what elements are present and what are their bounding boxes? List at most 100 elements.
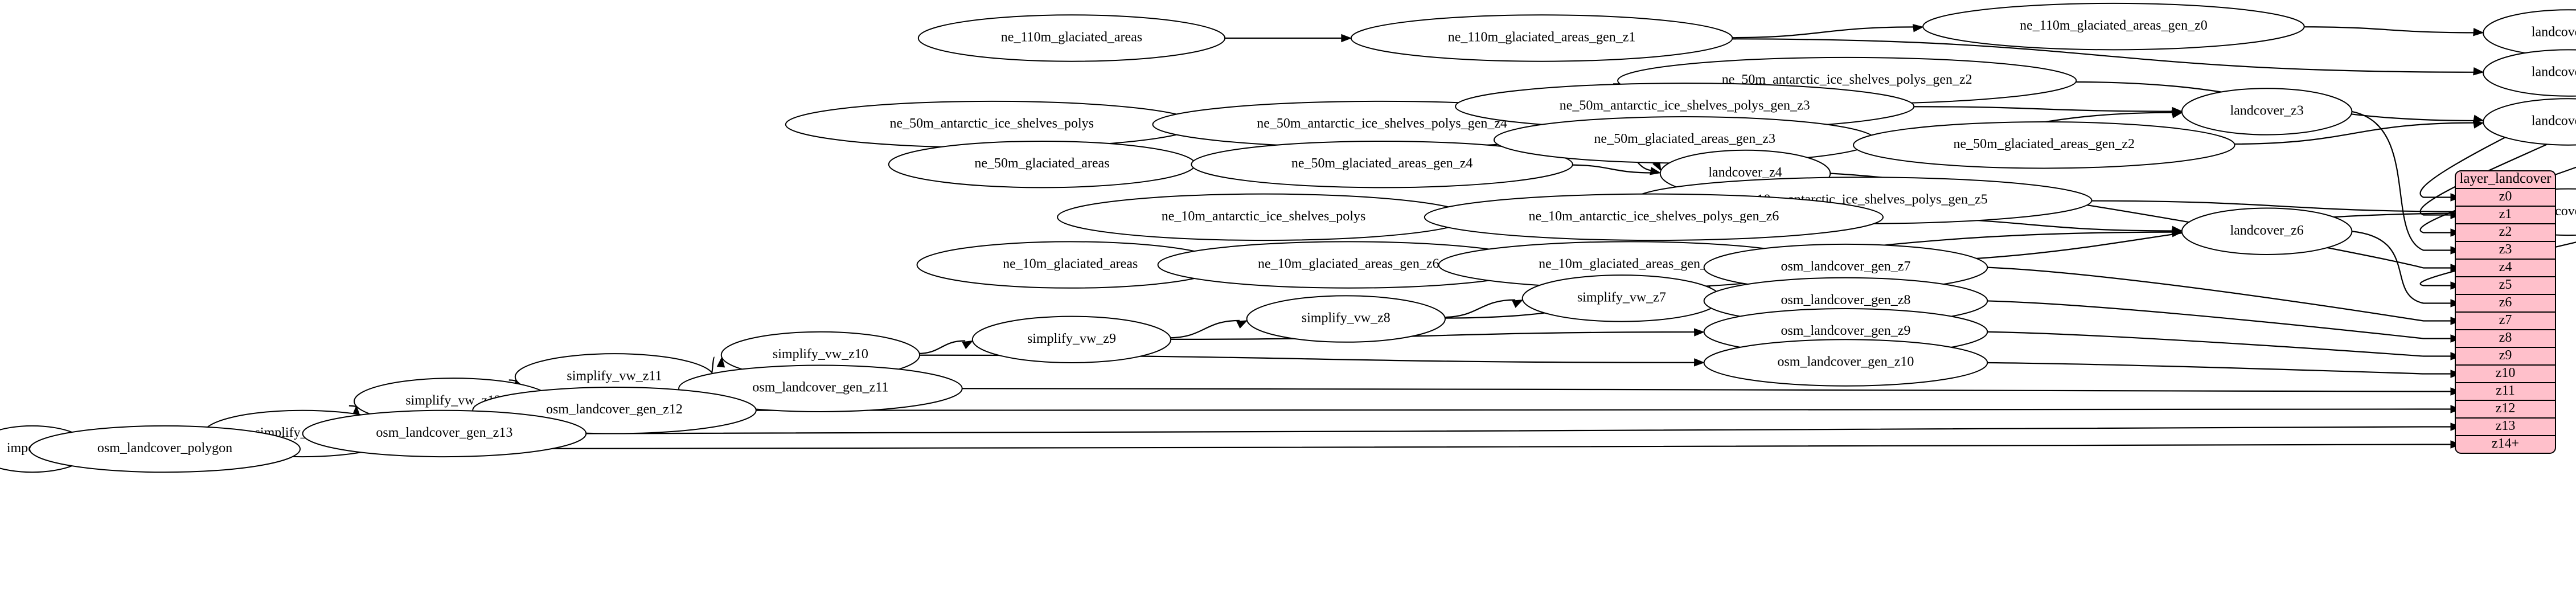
graph-edge	[2230, 122, 2476, 145]
edge-arrowhead	[1650, 167, 1662, 175]
graph-node-label: osm_landcover_gen_z12	[546, 402, 683, 417]
graph-node-label: landcover_z3	[2230, 103, 2303, 118]
graph-node-label: ne_110m_glaciated_areas	[1001, 30, 1142, 44]
table-node-layer: layer_landcoverz0z1z2z3z4z5z6z7z8z9z10z1…	[2455, 170, 2556, 454]
graph-node-label: simplify_vw_z10	[773, 347, 868, 362]
graph-node-label: ne_50m_antarctic_ice_shelves_polys_gen_z…	[1560, 98, 1810, 113]
graph-node-landcover-z3[interactable]	[2181, 88, 2353, 136]
graph-edge	[1168, 319, 1240, 339]
graph-node-label: osm_landcover_gen_z7	[1781, 259, 1910, 274]
graph-node-ne-10m-antarctic-ice-shelves-polys-gen-z6[interactable]	[1424, 193, 1884, 241]
graph-node-label: ne_10m_glaciated_areas_gen_z5	[1539, 257, 1720, 272]
graph-edge	[1728, 26, 1916, 39]
graph-node-label: osm_landcover_gen_z11	[752, 380, 888, 395]
graph-node-label: ne_10m_glaciated_areas	[1003, 257, 1138, 272]
edge-arrowhead	[716, 356, 725, 368]
graph-node-ne-50m-glaciated-areas-gen-z4[interactable]	[1191, 140, 1573, 188]
table-row[interactable]: z0	[2499, 189, 2512, 204]
graph-edge	[1987, 300, 2453, 339]
graph-node-label: ne_50m_antarctic_ice_shelves_polys	[889, 116, 1094, 131]
graph-node-label: ne_50m_glaciated_areas	[974, 156, 1109, 171]
table-row[interactable]: z11	[2496, 383, 2515, 398]
graph-edge	[586, 426, 2453, 434]
table-row[interactable]: z1	[2499, 207, 2512, 222]
table-row[interactable]: z2	[2499, 224, 2512, 239]
graph-edge	[1168, 331, 1697, 340]
edge-arrowhead	[1913, 24, 1924, 32]
graph-node-simplify-vw-z9[interactable]	[971, 315, 1172, 364]
graph-node-label: ne_110m_glaciated_areas_gen_z0	[2020, 18, 2208, 33]
graph-node-label: ne_110m_glaciated_areas_gen_z1	[1448, 30, 1636, 44]
graph-node-label: osm_landcover_polygon	[97, 441, 232, 456]
graph-node-label: osm_landcover_gen_z8	[1781, 293, 1910, 307]
edge-arrowhead	[1236, 320, 1248, 329]
graph-node-landcover-z2[interactable]	[2483, 98, 2576, 146]
graph-node-label: landcover_z4	[1708, 165, 1782, 180]
graph-node-label: osm_landcover_gen_z9	[1781, 323, 1910, 338]
graph-node-label: landcover_z1	[2532, 65, 2576, 80]
graph-node-landcover-z6[interactable]	[2181, 207, 2353, 255]
table-row[interactable]: z12	[2496, 401, 2516, 416]
graph-node-label: osm_landcover_gen_z10	[1777, 355, 1914, 370]
graph-node-label: ne_10m_glaciated_areas_gen_z6	[1258, 257, 1439, 272]
graph-edge	[962, 388, 2453, 392]
table-row[interactable]: z9	[2499, 348, 2512, 363]
table-row[interactable]: z4	[2499, 260, 2512, 274]
graph-node-ne-110m-glaciated-areas[interactable]	[917, 14, 1226, 62]
graph-node-label: osm_landcover_gen_z13	[376, 425, 512, 440]
edge-arrowhead	[2473, 67, 2484, 76]
table-row[interactable]: z14+	[2492, 436, 2519, 451]
graph-edge	[1569, 164, 1653, 174]
graph-node-simplify-vw-z8[interactable]	[1246, 295, 1446, 343]
edge-arrowhead	[962, 340, 974, 350]
graph-node-label: ne_50m_antarctic_ice_shelves_polys_gen_z…	[1257, 116, 1507, 131]
graph-edge	[1443, 299, 1516, 318]
graph-node-label: simplify_vw_z7	[1577, 290, 1666, 305]
edge-arrowhead	[1693, 328, 1705, 337]
graph-node-osm-landcover-gen-z10[interactable]	[1703, 339, 1988, 387]
graph-node-ne-110m-glaciated-areas-gen-z0[interactable]	[1922, 2, 2305, 51]
graph-node-label: ne_50m_glaciated_areas_gen_z4	[1291, 156, 1473, 171]
graph-node-label: landcover_z0	[2532, 24, 2576, 39]
table-row[interactable]: z10	[2496, 366, 2516, 380]
graph-node-osm-landcover-polygon[interactable]	[29, 425, 301, 473]
edge-arrowhead	[1341, 34, 1352, 43]
graph-node-label: simplify_vw_z11	[567, 368, 662, 383]
graph-node-label: ne_10m_antarctic_ice_shelves_polys_gen_z…	[1528, 209, 1779, 224]
graph-node-label: ne_50m_glaciated_areas_gen_z2	[1954, 137, 2135, 151]
graph-node-landcover-z1[interactable]	[2483, 49, 2576, 97]
graph-edge	[756, 408, 2453, 411]
table-row[interactable]: z7	[2499, 313, 2512, 327]
node-layer: ne_110m_glaciated_areas ne_110m_glaciated…	[0, 2, 2576, 473]
graph-edge	[2352, 231, 2453, 304]
edge-arrowhead	[2171, 229, 2183, 237]
edge-arrowhead	[1512, 300, 1524, 308]
graph-node-label: landcover_z2	[2532, 114, 2576, 129]
graph-node-label: simplify_vw_z9	[1027, 331, 1116, 346]
table-row[interactable]: z6	[2499, 295, 2512, 310]
edge-arrowhead	[2472, 120, 2484, 129]
graph-node-label: simplify_vw_z8	[1302, 311, 1390, 326]
graph-node-label: landcover_z6	[2230, 223, 2303, 238]
graph-edge	[917, 340, 966, 355]
graph-edge	[1987, 362, 2453, 375]
graph-node-ne-110m-glaciated-areas-gen-z1[interactable]	[1350, 14, 1733, 62]
graph-node-osm-landcover-gen-z11[interactable]	[678, 364, 963, 412]
graph-edge	[2352, 110, 2453, 251]
graph-node-label: ne_10m_antarctic_ice_shelves_polys	[1162, 209, 1366, 224]
graph-node-label: ne_50m_glaciated_areas_gen_z3	[1594, 132, 1775, 146]
table-row[interactable]: z5	[2499, 277, 2512, 292]
graph-edge	[2087, 200, 2476, 212]
graph-node-ne-50m-glaciated-areas-gen-z2[interactable]	[1853, 121, 2235, 169]
edge-arrowhead	[2171, 110, 2183, 118]
table-row[interactable]: z8	[2499, 330, 2512, 345]
graph-edge	[1909, 106, 2175, 112]
graph-node-osm-landcover-gen-z13[interactable]	[302, 409, 587, 458]
edge-arrowhead	[2473, 28, 2484, 36]
graph-edge	[300, 444, 2453, 450]
table-row[interactable]: z13	[2496, 419, 2516, 433]
graph-edge	[2300, 26, 2476, 34]
table-row[interactable]: z3	[2499, 242, 2512, 257]
graph-edge	[2419, 130, 2576, 216]
